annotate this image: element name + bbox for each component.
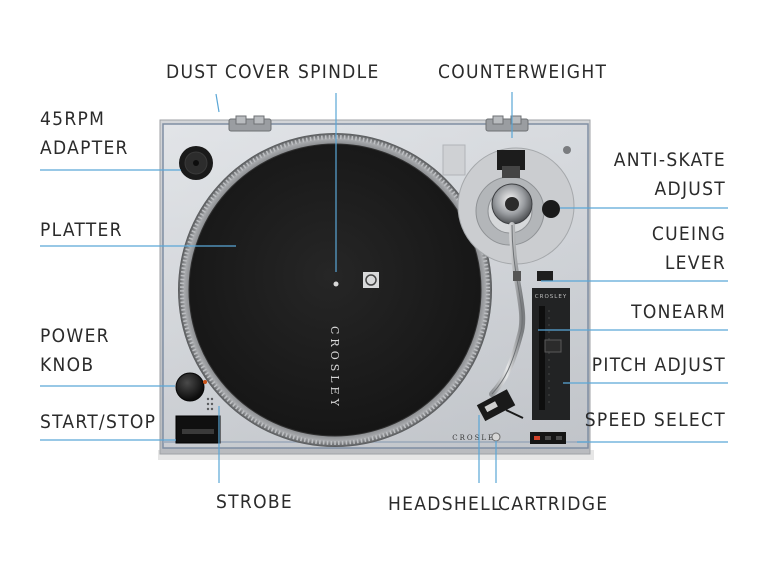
label-dust-cover: DUST COVER — [166, 61, 291, 83]
pitch-brand-text: CROSLEY — [535, 294, 567, 300]
start-stop-button — [175, 415, 221, 444]
platter-logo — [363, 272, 379, 288]
power-knob — [175, 372, 207, 402]
label-speed-select: SPEED SELECT — [584, 409, 726, 431]
label-cartridge: CARTRIDGE — [498, 493, 609, 515]
label-tonearm: TONEARM — [631, 301, 726, 323]
leader-lines — [40, 92, 728, 483]
strobe-dots — [206, 397, 214, 411]
pitch-panel — [532, 288, 570, 420]
label-power-knob-line2: KNOB — [40, 354, 95, 376]
label-45rpm-adapter: 45RPM ADAPTER — [40, 105, 129, 163]
speed-select — [530, 432, 566, 444]
label-cueing-lever-line1: CUEING — [651, 223, 726, 245]
line-dust-cover — [215, 93, 220, 113]
label-pitch-adjust: PITCH ADJUST — [591, 354, 726, 376]
adapter-45rpm — [179, 146, 213, 180]
hinge-left — [228, 115, 272, 132]
cartridge-marker — [491, 432, 501, 442]
label-spindle: SPINDLE — [298, 61, 380, 83]
pitch-fader — [544, 339, 562, 353]
cueing-lever — [537, 271, 553, 281]
label-anti-skate-line2: ADJUST — [654, 178, 726, 200]
cover-screw — [563, 146, 571, 154]
label-power-knob-line1: POWER — [40, 325, 110, 347]
counterweight — [491, 150, 533, 225]
label-anti-skate-line1: ANTI-SKATE — [613, 149, 726, 171]
plinth-brand-text: CROSLEY — [452, 434, 502, 442]
headshell — [476, 389, 516, 422]
label-anti-skate-adjust: ANTI-SKATE ADJUST — [614, 146, 726, 204]
label-power-knob: POWER KNOB — [40, 322, 110, 380]
label-45rpm-adapter-line2: ADAPTER — [40, 137, 129, 159]
platter-brand-text: CROSLEY — [328, 326, 341, 410]
platter — [178, 133, 492, 447]
label-counterweight: COUNTERWEIGHT — [438, 61, 608, 83]
anti-skate-knob — [542, 200, 560, 218]
spindle — [333, 281, 339, 287]
label-45rpm-adapter-line1: 45RPM — [40, 108, 106, 130]
label-strobe: STROBE — [216, 491, 293, 513]
arm-rest — [513, 271, 521, 281]
label-platter: PLATTER — [40, 219, 123, 241]
label-cueing-lever: CUEING LEVER — [652, 220, 726, 278]
label-headshell: HEADSHELL — [388, 493, 502, 515]
label-cueing-lever-line2: LEVER — [664, 252, 726, 274]
label-start-stop: START/STOP — [40, 411, 157, 433]
plinth-shadow — [158, 450, 594, 460]
plinth-inset — [442, 144, 466, 176]
headshell-finger-lift — [505, 409, 524, 419]
hinge-right — [485, 115, 529, 132]
